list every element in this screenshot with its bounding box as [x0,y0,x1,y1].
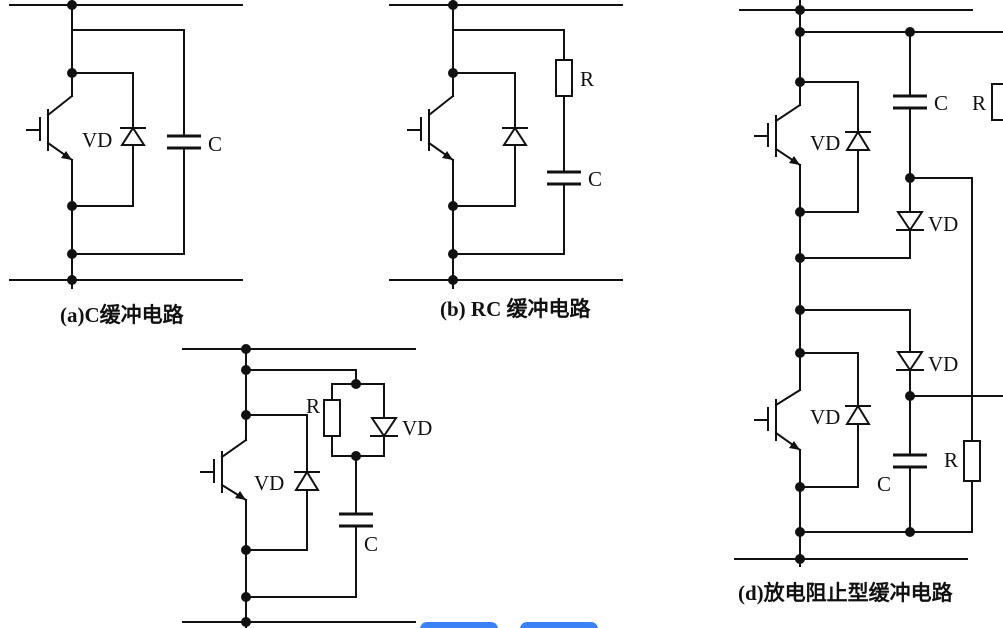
resistor-icon [991,83,1003,121]
r-label: R [944,448,958,472]
diode-icon [845,130,871,151]
resistor-icon [323,399,341,437]
diode-icon [120,126,146,146]
igbt-transistor-icon [26,94,74,162]
c-label: C [208,132,222,156]
igbt-transistor-icon [407,94,455,162]
diode-icon [896,211,924,232]
vd-label: VD [254,471,284,495]
circuit-c-rcd-snubber: R VD VD C [182,344,432,628]
diode-icon [845,404,871,425]
c-label: C [588,167,602,191]
resistor-icon [963,440,981,482]
r-label: R [306,394,320,418]
circuit-a-c-snubber: VD C (a)C缓冲电路 [9,0,243,327]
r-label: R [972,91,986,115]
igbt-transistor-icon [754,388,802,452]
diode-icon [294,470,320,491]
caption-a: (a)C缓冲电路 [60,303,185,327]
vd-label: VD [810,131,840,155]
r-label: R [580,67,594,91]
vd-label: VD [82,128,112,152]
c-label: C [934,91,948,115]
caption-b: (b) RC 缓冲电路 [440,297,591,321]
igbt-transistor-icon [754,103,802,167]
vd-label: VD [928,212,958,236]
resistor-icon [555,59,573,97]
vd-label: VD [402,416,432,440]
circuit-d-discharge-blocking-snubber: VD C R VD VD VD C R (d)放电阻止型缓冲电路 [734,0,1003,605]
vd-label: VD [928,352,958,376]
diode-icon [896,351,924,372]
c-label: C [877,472,891,496]
overlay-tab[interactable] [520,622,598,628]
circuit-b-rc-snubber: R C (b) RC 缓冲电路 [389,0,623,321]
igbt-transistor-icon [200,438,248,502]
diode-icon [370,417,398,438]
vd-label: VD [810,405,840,429]
c-label: C [364,532,378,556]
caption-d: (d)放电阻止型缓冲电路 [738,581,954,605]
diode-icon [502,126,528,146]
overlay-tab[interactable] [420,622,498,628]
